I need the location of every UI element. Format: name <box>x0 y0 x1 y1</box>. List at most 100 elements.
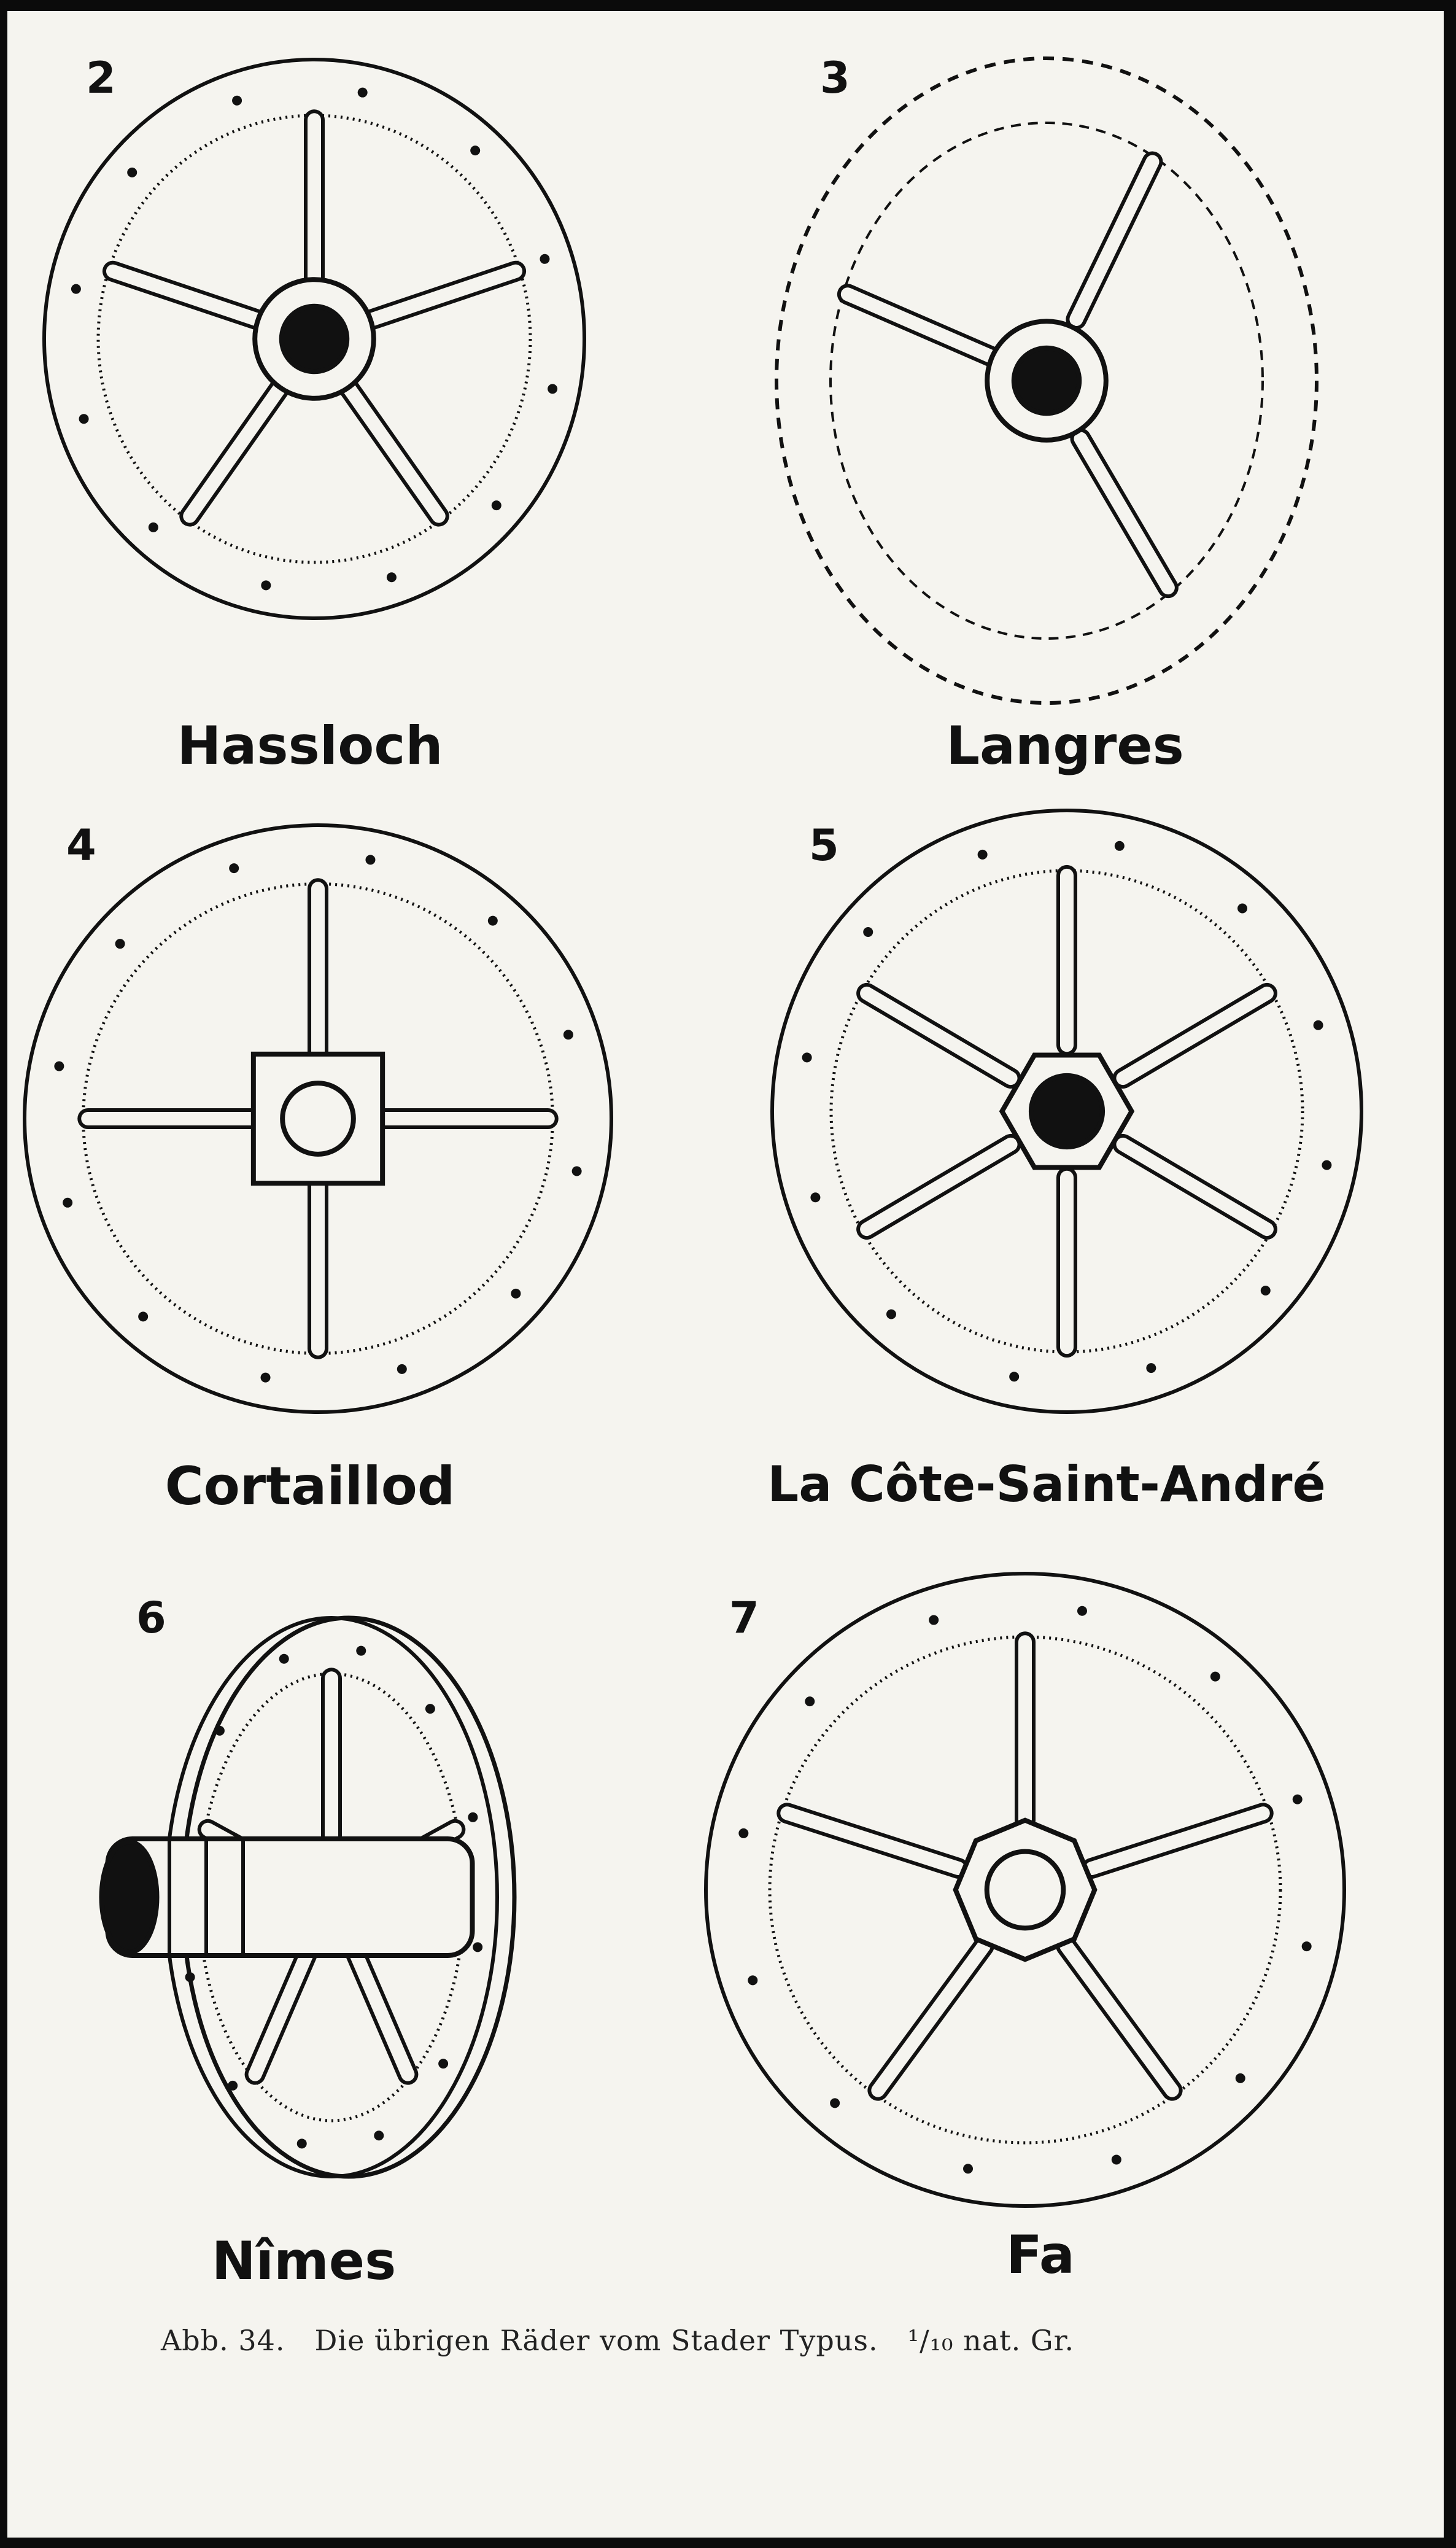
rim-rivet <box>63 1197 73 1208</box>
caption-figure-ref: Abb. 34. <box>161 2324 285 2357</box>
rim-rivet <box>71 284 81 294</box>
rim-rivet <box>357 87 368 98</box>
rim-rivet <box>571 1166 582 1176</box>
figure-number-3: 3 <box>820 53 850 103</box>
rim-rivet <box>1313 1020 1323 1030</box>
rim-rivet <box>397 1364 407 1374</box>
figure-number-7: 7 <box>729 1593 759 1643</box>
rim-rivet <box>1292 1794 1303 1804</box>
wheel-inner-rim <box>829 869 1304 1354</box>
wheel-spoke-highlight <box>364 264 523 327</box>
wheel-spoke-highlight <box>1116 1137 1274 1237</box>
rim-rivet <box>1237 903 1248 914</box>
rim-rivet <box>863 927 873 938</box>
rim-rivet <box>1146 1363 1156 1373</box>
rim-rivet <box>279 1653 289 1664</box>
rim-rivet <box>374 2130 384 2141</box>
wheel-spoke-highlight <box>106 264 265 327</box>
rim-rivet <box>468 1812 478 1822</box>
hub-bore <box>99 1839 160 1955</box>
wheel-spoke-highlight <box>860 1137 1018 1237</box>
rim-rivet <box>138 1311 149 1322</box>
wheel-hub <box>105 1836 475 1958</box>
rim-rivet <box>977 849 988 860</box>
wheel-inner-rim <box>829 122 1264 640</box>
rim-rivet <box>185 1972 195 1983</box>
rim-rivet <box>511 1288 521 1299</box>
rim-rivet <box>115 939 125 949</box>
rim-rivet <box>563 1030 573 1040</box>
hub-bore <box>1011 345 1082 416</box>
rim-rivet <box>548 384 558 394</box>
wheel-spoke-highlight <box>1069 155 1160 326</box>
hub-bore <box>280 1081 356 1157</box>
rim-rivet <box>886 1309 896 1319</box>
rim-rivet <box>1235 2073 1245 2083</box>
wheel-figure-4 <box>23 823 613 1414</box>
rim-rivet <box>214 1725 225 1736</box>
figure-label-fa: Fa <box>1006 2224 1075 2286</box>
wheel-rim <box>23 823 613 1414</box>
rim-rivet <box>830 2098 840 2108</box>
wheel-spoke-highlight <box>346 1940 415 2081</box>
wheel-rim <box>775 56 1319 705</box>
wheel-rim <box>770 809 1363 1414</box>
rim-rivet <box>127 167 137 177</box>
rim-rivet <box>386 572 397 583</box>
caption-scale: ¹/₁₀ nat. Gr. <box>907 2324 1075 2357</box>
rim-rivet <box>487 915 498 926</box>
figure-label-la-cote-saint-andre: La Côte-Saint-André <box>767 1456 1326 1513</box>
rim-rivet <box>232 95 242 106</box>
rim-rivet <box>229 863 239 874</box>
rim-rivet <box>1210 1671 1220 1682</box>
hub-bore <box>984 1849 1066 1931</box>
rim-rivet <box>261 580 271 591</box>
wheel-rim <box>704 1572 1346 2208</box>
wheel-figure-2 <box>42 58 586 620</box>
wheel-spoke-highlight <box>871 1939 991 2097</box>
rim-rivet <box>260 1372 271 1383</box>
wheel-hub <box>250 1051 385 1186</box>
rim-rivet <box>1322 1160 1332 1170</box>
rim-rivet <box>1009 1372 1020 1382</box>
rim-rivet <box>365 855 376 865</box>
rim-rivet <box>1301 1941 1312 1952</box>
wheel-spoke-highlight <box>342 381 446 523</box>
rim-rivet <box>54 1061 64 1071</box>
rim-rivet <box>425 1704 435 1714</box>
wheel-spoke-highlight <box>840 287 998 363</box>
figure-number-4: 4 <box>66 820 96 871</box>
wheel-spoke-highlight <box>860 986 1018 1086</box>
wheel-spoke-highlight <box>1074 432 1175 595</box>
figure-number-6: 6 <box>136 1593 166 1643</box>
wheel-figure-6 <box>99 1615 517 2179</box>
wheel-spoke-highlight <box>248 1940 317 2081</box>
rim-rivet <box>1260 1285 1271 1295</box>
figure-number-5: 5 <box>809 820 839 871</box>
wheel-rim <box>42 58 586 620</box>
rim-rivet <box>296 2138 307 2149</box>
rim-rivet <box>805 1696 815 1707</box>
rim-rivet <box>356 1645 366 1656</box>
rim-rivet <box>540 254 550 264</box>
rim-rivet <box>79 414 89 424</box>
rim-rivet <box>1077 1606 1087 1616</box>
figure-label-langres: Langres <box>946 715 1184 777</box>
wheel-spoke-highlight <box>1116 986 1274 1086</box>
rim-rivet <box>1111 2154 1121 2165</box>
wheel-spoke-highlight <box>1059 1939 1179 2097</box>
wheel-spoke-highlight <box>1085 1806 1270 1875</box>
figure-number-2: 2 <box>86 53 116 103</box>
rim-rivet <box>473 1942 483 1952</box>
figure-label-nimes: Nîmes <box>211 2231 397 2292</box>
rim-rivet <box>963 2164 974 2174</box>
rim-rivet <box>802 1052 812 1063</box>
rim-rivet <box>470 146 481 156</box>
wheel-figure-7 <box>704 1572 1346 2208</box>
rim-rivet <box>228 2080 238 2091</box>
rim-rivet <box>810 1192 821 1203</box>
rim-rivet <box>438 2059 449 2069</box>
rim-rivet <box>748 1975 758 1986</box>
rim-rivet <box>738 1828 749 1838</box>
